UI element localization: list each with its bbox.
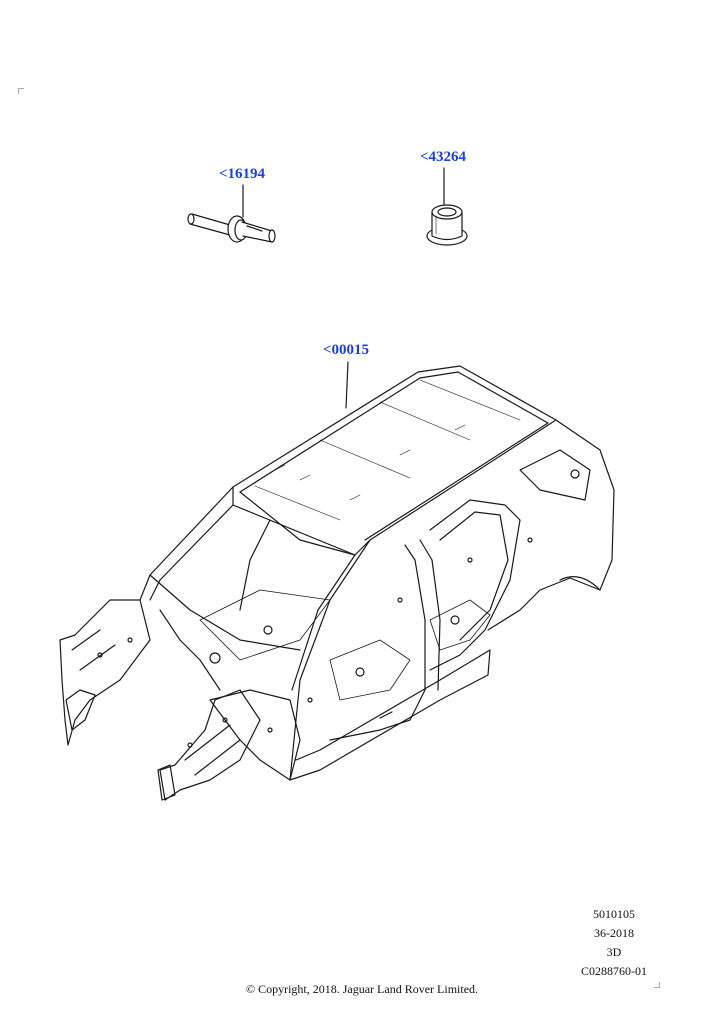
illustration-date: 36-2018 bbox=[594, 926, 634, 940]
illustration-number: 5010105 bbox=[593, 907, 635, 921]
crop-mark-top-left bbox=[18, 88, 24, 94]
illustration-code: C0288760-01 bbox=[581, 964, 647, 978]
insert-callout[interactable]: <43264 bbox=[420, 149, 467, 165]
body-callout[interactable]: <00015 bbox=[323, 342, 370, 358]
body-shell-drawing bbox=[59, 365, 615, 801]
copyright-notice: © Copyright, 2018. Jaguar Land Rover Lim… bbox=[245, 982, 479, 996]
crop-mark-bottom-right bbox=[654, 982, 660, 988]
rivet-part-drawing bbox=[187, 213, 276, 243]
insert-part-drawing bbox=[426, 204, 468, 246]
body-leader-line bbox=[345, 361, 349, 409]
illustration-type: 3D bbox=[606, 945, 622, 959]
rivet-callout[interactable]: <16194 bbox=[219, 166, 266, 182]
